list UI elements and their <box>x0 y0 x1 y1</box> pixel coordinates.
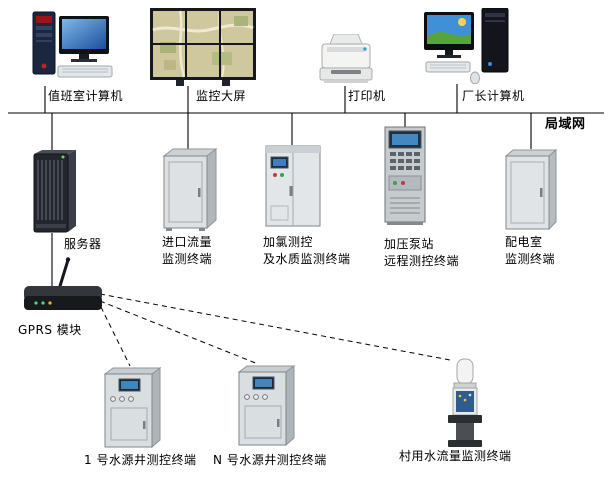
video-wall-label: 监控大屏 <box>196 89 247 103</box>
wireless-link-well-n <box>99 300 259 365</box>
director-computer-label: 厂长计算机 <box>462 89 525 103</box>
wireless-link-well-1 <box>96 298 131 367</box>
control-rack-icon <box>384 126 426 225</box>
control-cabinet-icon <box>265 145 321 227</box>
field-cabinet-icon <box>237 365 296 447</box>
power-room-terminal-label: 配电室 监测终端 <box>505 235 556 266</box>
wireless-link-village-flow <box>99 293 451 361</box>
pump-station-terminal-label: 加压泵站 远程测控终端 <box>384 237 460 268</box>
inlet-flow-terminal <box>160 147 218 232</box>
well-1-terminal-label: 1 号水源井测控终端 <box>84 453 197 467</box>
gprs-module-label: GPRS 模块 <box>18 323 82 337</box>
cabinet-icon <box>162 147 218 231</box>
server-tower-icon <box>33 150 76 233</box>
video-wall <box>150 8 256 86</box>
server-label: 服务器 <box>64 237 102 251</box>
duty-computer-label: 值班室计算机 <box>48 89 124 103</box>
well-n-terminal-label: N 号水源井测控终端 <box>213 453 327 467</box>
well-n-terminal <box>234 364 298 448</box>
director-computer <box>424 7 512 85</box>
power-room-terminal <box>504 148 558 232</box>
chlorine-quality-terminal <box>264 144 322 230</box>
village-flow-terminal-label: 村用水流量监测终端 <box>399 449 512 463</box>
printer <box>318 33 374 86</box>
monitoring-wall-icon <box>150 8 256 86</box>
pump-station-terminal <box>384 126 426 226</box>
duty-computer <box>32 8 117 86</box>
desktop-computer-icon <box>32 11 113 78</box>
printer-icon <box>319 33 373 83</box>
chlorine-terminal-label: 加氯测控 及水质监测终端 <box>263 235 351 266</box>
field-cabinet-icon <box>103 367 162 449</box>
village-flow-terminal <box>446 358 484 450</box>
lan-label: 局域网 <box>545 117 586 132</box>
server <box>26 150 82 234</box>
desktop-computer-icon <box>424 7 509 85</box>
printer-label: 打印机 <box>348 89 386 103</box>
wireless-router-icon <box>24 257 102 310</box>
well-1-terminal <box>100 366 164 450</box>
cabinet-icon <box>504 148 558 231</box>
flow-meter-icon <box>448 358 482 447</box>
inlet-flow-terminal-label: 进口流量 监测终端 <box>162 235 213 266</box>
gprs-module <box>22 256 106 318</box>
